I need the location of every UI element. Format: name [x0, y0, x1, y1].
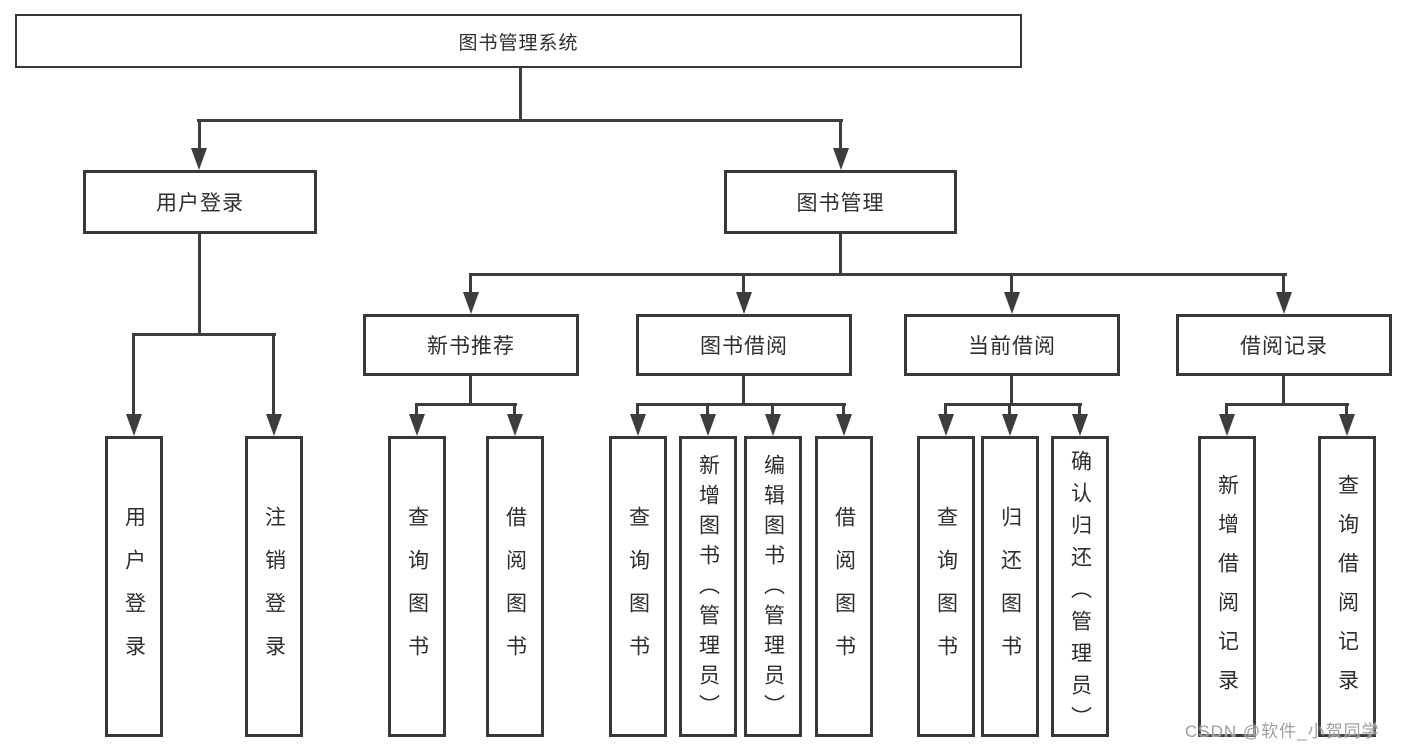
arrow-down-icon	[126, 414, 142, 436]
connector-borrow-drop	[742, 273, 745, 296]
connector-leaf-drop	[771, 403, 774, 418]
connector-leaf-drop	[513, 403, 516, 418]
csdn-watermark: CSDN @软件_小贺同学	[1185, 722, 1380, 741]
connector-borrow-stem	[742, 376, 745, 405]
connector-leaf-drop	[1225, 403, 1228, 418]
arrow-down-icon	[938, 414, 954, 436]
connector-leaf-drop	[1345, 403, 1348, 418]
arrow-down-icon	[1339, 414, 1355, 436]
arrow-down-icon	[1219, 414, 1235, 436]
leaf-query-books-current: 查询图书	[917, 436, 975, 737]
node-borrowing-records: 借阅记录	[1176, 314, 1392, 376]
connector-logout-leaf-drop	[272, 333, 275, 418]
connector-records-drop	[1282, 273, 1285, 296]
arrow-down-icon	[507, 414, 523, 436]
connector-book-mgmt-drop	[839, 119, 842, 150]
connector-leaf-drop	[1008, 403, 1011, 418]
connector-book-mgmt-hbar	[469, 273, 1287, 276]
leaf-query-books-recommend: 查询图书	[388, 436, 446, 737]
connector-leaf-drop	[842, 403, 845, 418]
arrow-down-icon	[1276, 292, 1292, 314]
connector-user-login-hbar	[132, 333, 276, 336]
connector-current-drop	[1010, 273, 1013, 296]
arrow-down-icon	[463, 292, 479, 314]
connector-login-leaf-drop	[132, 333, 135, 418]
connector-root-stem	[519, 68, 522, 120]
arrow-down-icon	[266, 414, 282, 436]
leaf-borrow-books-recommend: 借阅图书	[486, 436, 544, 737]
connector-records-stem	[1282, 376, 1285, 405]
node-user-login: 用户登录	[83, 170, 317, 234]
connector-new-books-stem	[469, 376, 472, 405]
arrow-down-icon	[836, 414, 852, 436]
arrow-down-icon	[1004, 292, 1020, 314]
node-current-borrowing: 当前借阅	[904, 314, 1120, 376]
connector-user-login-drop	[198, 119, 201, 150]
connector-user-login-stem	[198, 234, 201, 336]
leaf-query-books-borrow: 查询图书	[609, 436, 667, 737]
connector-leaf-drop	[415, 403, 418, 418]
connector-borrow-hbar	[636, 403, 846, 406]
connector-leaf-drop	[706, 403, 709, 418]
arrow-down-icon	[1002, 414, 1018, 436]
leaf-borrow-books: 借阅图书	[815, 436, 873, 737]
leaf-add-books-admin: 新增图书（管理员）	[679, 436, 737, 737]
leaf-edit-books-admin: 编辑图书（管理员）	[744, 436, 802, 737]
leaf-return-books: 归还图书	[981, 436, 1039, 737]
connector-book-mgmt-stem	[839, 234, 842, 276]
node-library-system: 图书管理系统	[15, 14, 1022, 68]
connector-leaf-drop	[944, 403, 947, 418]
node-new-book-recommend: 新书推荐	[363, 314, 579, 376]
connector-new-books-hbar	[415, 403, 517, 406]
connector-leaf-drop	[636, 403, 639, 418]
arrow-down-icon	[736, 292, 752, 314]
leaf-confirm-return-admin: 确认归还（管理员）	[1051, 436, 1109, 738]
arrow-down-icon	[700, 414, 716, 436]
node-book-management: 图书管理	[724, 170, 957, 234]
arrow-down-icon	[1072, 414, 1088, 436]
node-book-borrowing: 图书借阅	[636, 314, 852, 376]
connector-current-stem	[1010, 376, 1013, 405]
leaf-add-borrow-record: 新增借阅记录	[1198, 436, 1256, 737]
leaf-query-borrow-record: 查询借阅记录	[1318, 436, 1376, 737]
arrow-down-icon	[765, 414, 781, 436]
arrow-down-icon	[409, 414, 425, 436]
leaf-user-login: 用户登录	[105, 436, 163, 737]
arrow-down-icon	[191, 148, 207, 170]
connector-root-hbar	[197, 119, 843, 122]
connector-current-hbar	[944, 403, 1082, 406]
connector-records-hbar	[1225, 403, 1349, 406]
arrow-down-icon	[630, 414, 646, 436]
arrow-down-icon	[833, 148, 849, 170]
connector-new-books-drop	[469, 273, 472, 296]
connector-leaf-drop	[1078, 403, 1081, 418]
leaf-logout: 注销登录	[245, 436, 303, 737]
